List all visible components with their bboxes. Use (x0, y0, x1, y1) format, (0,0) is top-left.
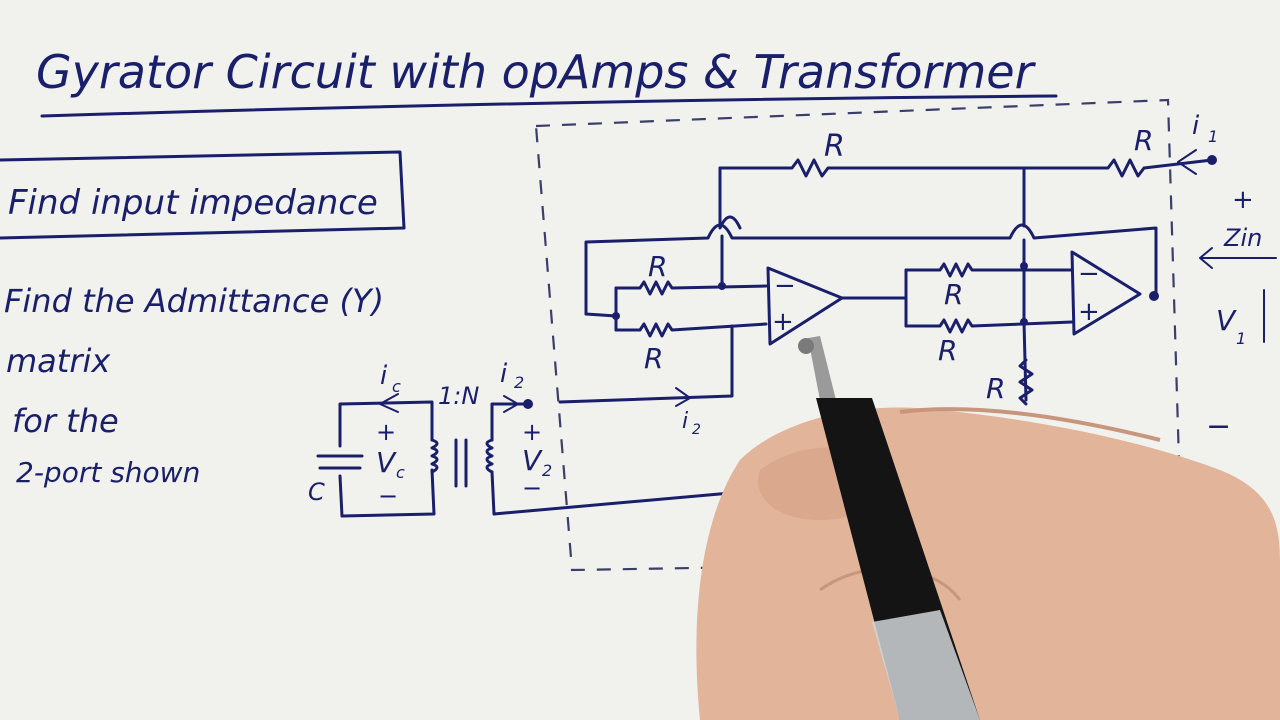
left-node-wire (718, 166, 742, 230)
prompt-line-2: matrix (6, 342, 111, 380)
right-opamp-plus: + (1078, 297, 1100, 327)
ic-arrow (379, 393, 399, 413)
resistor-label-mid-2: R (938, 334, 957, 367)
transformer-core (454, 438, 468, 488)
lc-loop (338, 400, 436, 518)
port2-terminal (523, 399, 533, 409)
i2-sub: 2 (514, 373, 524, 392)
left-opamp (766, 266, 844, 346)
v2-minus: − (522, 474, 542, 502)
i2-inner-sub: 2 (692, 422, 701, 438)
top-feedback-wire (718, 158, 1026, 178)
left-opamp-plus: + (772, 307, 794, 337)
turns-ratio: 1:N (438, 382, 479, 410)
vc-label: V (376, 446, 397, 479)
zin-label: Zin (1223, 224, 1262, 252)
v2-label: V (522, 444, 543, 477)
left-ladder-upper (614, 280, 768, 296)
zin-arrow (1199, 247, 1277, 269)
resistor-label-top: R (824, 129, 845, 164)
resistor-label-ladder-2: R (644, 342, 663, 375)
resistor-label-ground: R (986, 372, 1005, 405)
prompt-line-1: Find the Admittance (Y) (4, 282, 384, 320)
i2-label: i (500, 359, 508, 389)
page-title: Gyrator Circuit with opAmps & Transforme… (36, 45, 1037, 99)
task-box-border (0, 150, 406, 240)
right-opamp-minus: − (1078, 259, 1100, 289)
output-feedback-wire (584, 223, 1158, 316)
right-opamp (1070, 250, 1142, 336)
i2-port-arrow (503, 395, 519, 413)
left-ladder-rail (584, 286, 618, 332)
junction-right-lower (1020, 318, 1028, 326)
v1-label: V (1216, 304, 1237, 337)
noninverting-to-port2 (558, 324, 734, 404)
i2-inner-label: i (682, 409, 688, 434)
left-ladder-lower (614, 322, 768, 338)
input-resistor (1022, 158, 1214, 178)
junction-left-top (718, 282, 726, 290)
input-current-label: i (1192, 111, 1200, 141)
input-current-sub: 1 (1208, 127, 1218, 146)
v2-plus: + (522, 418, 542, 446)
prompt-line-4: 2-port shown (16, 456, 200, 489)
vc-minus: − (378, 482, 398, 510)
task-box-text: Find input impedance (8, 183, 378, 223)
vc-plus: + (376, 418, 396, 446)
v2-sub: 2 (542, 461, 552, 480)
v1-sub: 1 (1236, 329, 1246, 348)
secondary-coil (485, 438, 494, 474)
vc-sub: c (396, 463, 405, 482)
hand-with-pen (696, 336, 1280, 720)
secondary-loop (490, 402, 744, 516)
resistor-label-mid-1: R (944, 278, 963, 311)
resistor-label-ladder-1: R (648, 250, 667, 283)
input-current-arrow (1177, 149, 1197, 175)
junction-right-upper (1020, 262, 1028, 270)
prompt-line-3: for the (12, 402, 119, 440)
title-underline (40, 94, 1058, 118)
mid-resistor-lower (904, 318, 1074, 334)
ic-label: i (380, 361, 388, 391)
input-terminal (1207, 155, 1217, 165)
ic-sub: c (392, 377, 401, 396)
left-opamp-minus: − (774, 271, 796, 301)
capacitor-label: C (308, 478, 325, 506)
primary-coil (430, 438, 439, 474)
port1-minus: − (1206, 409, 1231, 444)
right-opamp-output-node (1149, 291, 1159, 301)
capacitor-symbol (316, 454, 364, 470)
i2-arrow (675, 387, 691, 407)
mid-resistor-upper (904, 262, 1074, 278)
junction-left-ladder (612, 312, 620, 320)
port1-plus: + (1232, 185, 1254, 215)
ground-resistor (1018, 358, 1034, 406)
resistor-label-input: R (1134, 124, 1153, 157)
